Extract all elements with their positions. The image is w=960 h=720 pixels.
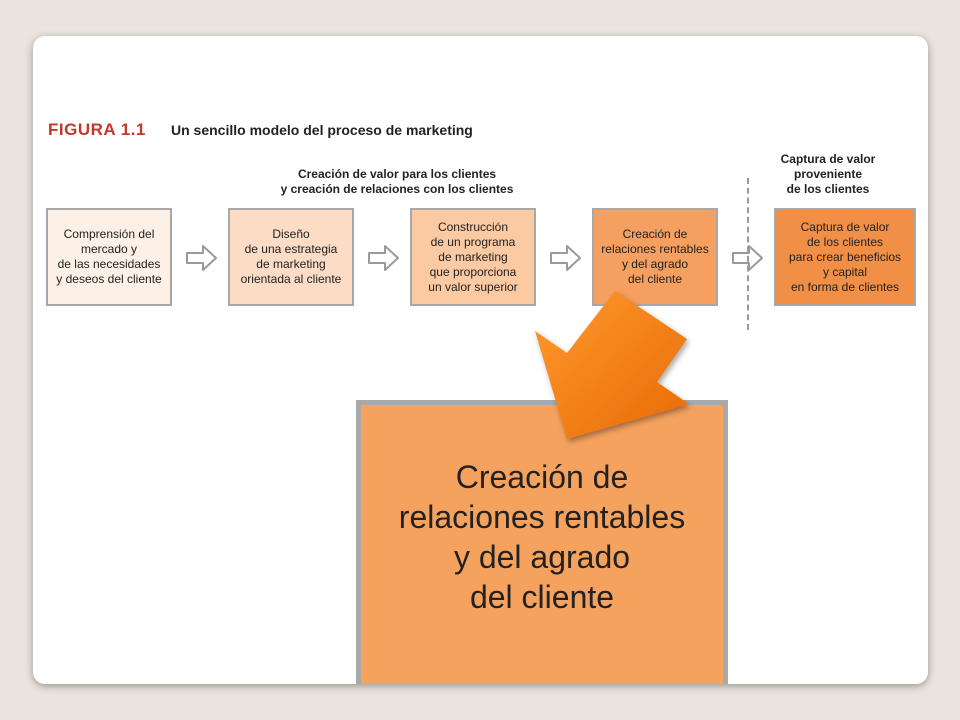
right-arrow-icon <box>368 245 399 271</box>
step-capture-value: Captura de valor de los clientes para cr… <box>774 208 916 306</box>
step-build-program: Construcción de un programa de marketing… <box>410 208 536 306</box>
step-design-strategy: Diseño de una estrategia de marketing or… <box>228 208 354 306</box>
step-build-relationships: Creación de relaciones rentables y del a… <box>592 208 718 306</box>
right-arrow-icon <box>550 245 581 271</box>
zoomed-step-build-relationships: Creación de relaciones rentables y del a… <box>356 400 728 684</box>
right-arrow-icon <box>186 245 217 271</box>
slide: FIGURA 1.1 Un sencillo modelo del proces… <box>33 36 928 684</box>
highlight-arrow-icon <box>535 291 689 439</box>
section-value-capture: Captura de valor proveniente de los clie… <box>780 152 876 196</box>
step-understand-market: Comprensión del mercado y de las necesid… <box>46 208 172 306</box>
section-divider <box>747 178 749 330</box>
figure-title: Un sencillo modelo del proceso de market… <box>171 122 473 138</box>
section-value-creation: Creación de valor para los clientes y cr… <box>280 167 514 196</box>
figure-label: FIGURA 1.1 <box>48 120 146 139</box>
